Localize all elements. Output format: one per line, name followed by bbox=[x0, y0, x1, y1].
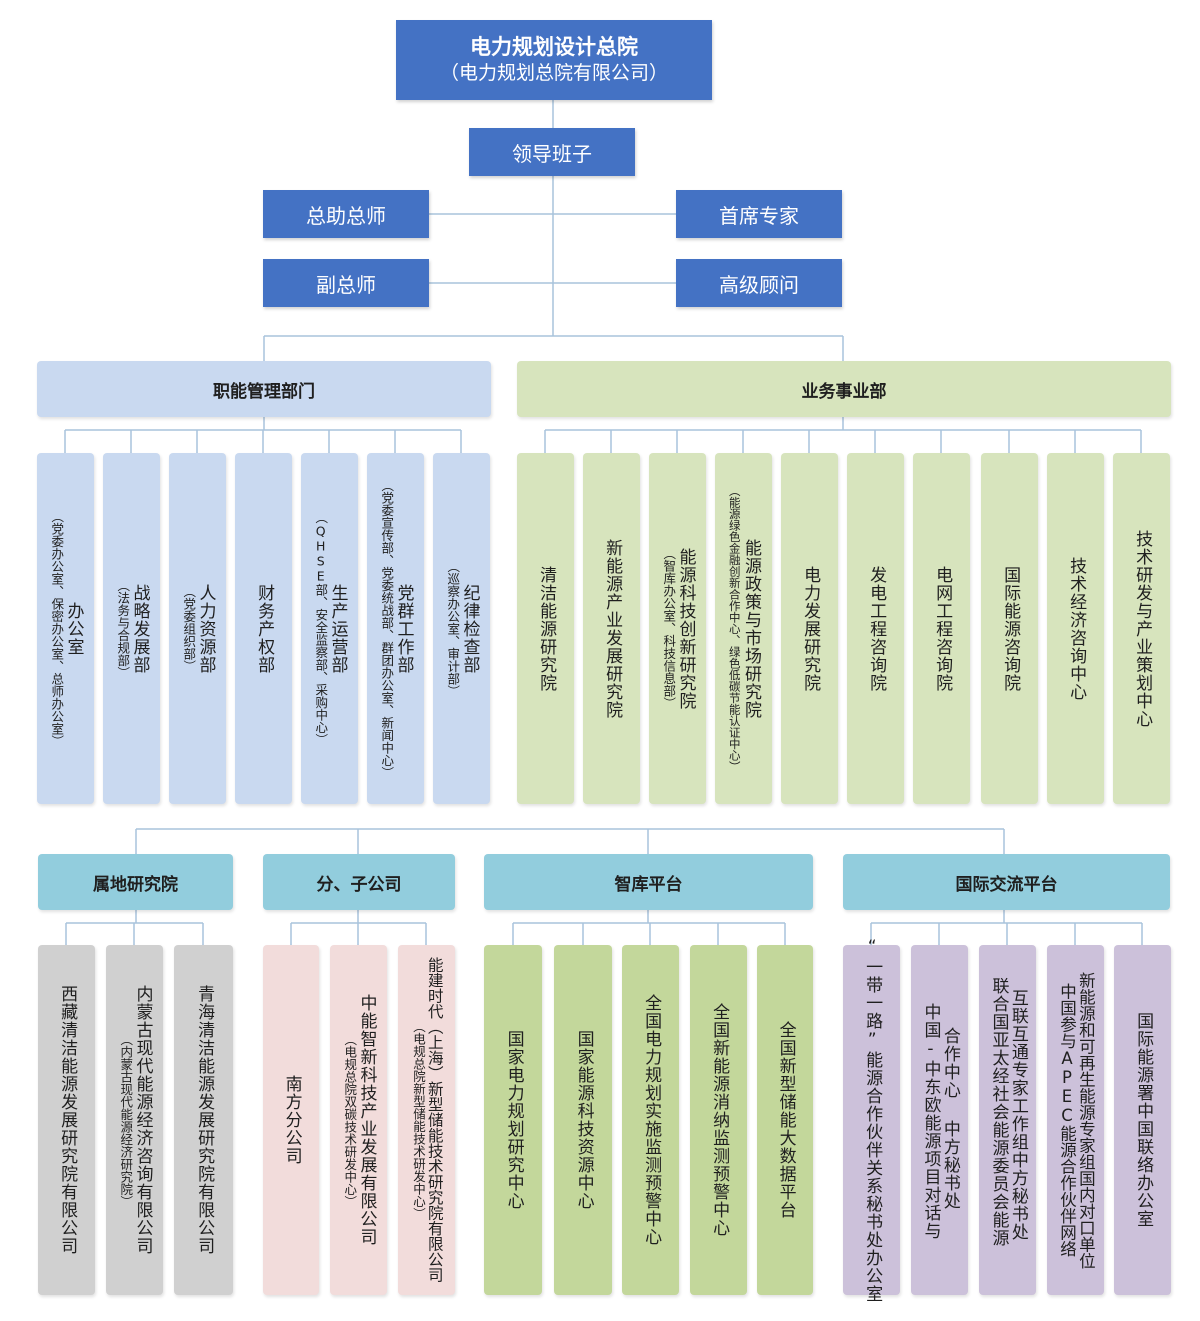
subsidiary-column: 中能智新科技产业发展有限公司 （电规总院双碳技术研发中心） bbox=[330, 945, 387, 1295]
org-subtitle: （电力规划总院有限公司） bbox=[439, 62, 668, 85]
local-header: 属地研究院 bbox=[38, 854, 233, 910]
column-name: 纪律检查部 bbox=[459, 583, 480, 674]
chief-experts-box: 首席专家 bbox=[676, 190, 842, 238]
column-line-2: 联合国亚太经社会能源委员会能源 bbox=[988, 977, 1009, 1247]
functional-column: 纪律检查部 （巡察办公室、审计部） bbox=[433, 453, 490, 804]
column-name: 清洁能源研究院 bbox=[536, 565, 557, 692]
column-name: 技术研发与产业策划中心 bbox=[1132, 529, 1153, 728]
international-column: “一带一路”能源合作伙伴关系秘书处办公室 bbox=[843, 937, 900, 1303]
column-name: 办公室 bbox=[63, 601, 84, 656]
senior-advisors-box: 高级顾问 bbox=[676, 259, 842, 307]
think-tank-column: 国家电力规划研究中心 bbox=[484, 945, 542, 1295]
column-name: 战略发展部 bbox=[129, 583, 150, 674]
column-line-2: 中国参与APEC能源合作伙伴网络 bbox=[1057, 983, 1077, 1257]
column-name: 电网工程咨询院 bbox=[932, 565, 953, 692]
business-column: 技术经济咨询中心 bbox=[1047, 453, 1104, 804]
column-note: （巡察办公室、审计部） bbox=[445, 559, 461, 698]
column-name: 新能源产业发展研究院 bbox=[602, 538, 623, 719]
column-note: （党委组织部） bbox=[181, 584, 197, 673]
column-name: 全国电力规划实施监测预警中心 bbox=[641, 994, 662, 1246]
business-column: 新能源产业发展研究院 bbox=[583, 453, 640, 804]
subsidiary-column: 能建时代（上海）新型储能技术研究院有限公司 （电规总院新型储能技术研发中心） bbox=[398, 945, 455, 1295]
international-column: 互联互通专家工作组中方秘书处 联合国亚太经社会能源委员会能源 bbox=[979, 945, 1036, 1295]
international-column: 国际能源署中国联络办公室 bbox=[1114, 945, 1171, 1295]
local-column: 西藏清洁能源发展研究院有限公司 bbox=[38, 945, 95, 1295]
column-name: 国际能源署中国联络办公室 bbox=[1133, 1012, 1154, 1228]
top-org-box: 电力规划设计总院 （电力规划总院有限公司） bbox=[396, 20, 712, 100]
international-header: 国际交流平台 bbox=[843, 854, 1170, 910]
functional-column: 人力资源部 （党委组织部） bbox=[169, 453, 226, 804]
column-note: （内蒙古现代能源经济研究院） bbox=[118, 1032, 134, 1208]
functional-column: 财务产权部 bbox=[235, 453, 292, 804]
column-note: （QHSE部、安全监察部、采购中心） bbox=[313, 511, 329, 746]
local-column: 青海清洁能源发展研究院有限公司 bbox=[174, 945, 233, 1295]
business-header: 业务事业部 bbox=[517, 361, 1171, 417]
column-name: 西藏清洁能源发展研究院有限公司 bbox=[57, 985, 78, 1255]
functional-column: 办公室 （党委办公室、保密办公室、总师办公室） bbox=[37, 453, 94, 804]
column-note: （党委宣传部、党委统战部、群团办公室、新闻中心） bbox=[379, 478, 395, 779]
business-column: 能源科技创新研究院 （智库办公室、科技信息部） bbox=[649, 453, 706, 804]
think-tank-header: 智库平台 bbox=[484, 854, 813, 910]
column-name: 能建时代（上海）新型储能技术研究院有限公司 bbox=[425, 957, 444, 1283]
column-note: （智库办公室、科技信息部） bbox=[661, 547, 677, 710]
column-line-2: 中国-中东欧能源项目对话与 bbox=[920, 1003, 941, 1240]
deputy-chief-box: 副总师 bbox=[263, 259, 429, 307]
international-column: 合作中心 中方秘书处 中国-中东欧能源项目对话与 bbox=[911, 945, 968, 1295]
think-tank-column: 全国新型储能大数据平台 bbox=[757, 945, 813, 1295]
column-name: 南方分公司 bbox=[281, 1075, 302, 1165]
think-tank-column: 全国新能源消纳监测预警中心 bbox=[690, 945, 747, 1295]
column-note: （法务与合规部） bbox=[115, 578, 131, 679]
column-note: （党委办公室、保密办公室、总师办公室） bbox=[49, 509, 65, 748]
leadership-box: 领导班子 bbox=[469, 128, 635, 176]
business-column: 能源政策与市场研究院 （能源绿色金融创新合作中心、绿色低碳节能认证中心） bbox=[715, 453, 772, 804]
functional-column: 生产运营部 （QHSE部、安全监察部、采购中心） bbox=[301, 453, 358, 804]
column-name: 生产运营部 bbox=[327, 583, 348, 674]
column-name: 青海清洁能源发展研究院有限公司 bbox=[194, 985, 215, 1255]
column-name: 电力发展研究院 bbox=[800, 565, 821, 692]
column-note: （能源绿色金融创新合作中心、绿色低碳节能认证中心） bbox=[727, 484, 742, 773]
column-line-1: 合作中心 中方秘书处 bbox=[939, 1027, 960, 1210]
functional-header: 职能管理部门 bbox=[37, 361, 491, 417]
column-name: 国家电力规划研究中心 bbox=[503, 1030, 524, 1210]
column-name: “一带一路”能源合作伙伴关系秘书处办公室 bbox=[862, 937, 883, 1303]
business-column: 发电工程咨询院 bbox=[847, 453, 904, 804]
business-column: 清洁能源研究院 bbox=[517, 453, 574, 804]
business-column: 国际能源咨询院 bbox=[981, 453, 1038, 804]
column-note: （电规总院新型储能技术研发中心） bbox=[410, 1020, 426, 1220]
column-name: 发电工程咨询院 bbox=[866, 565, 887, 692]
subsidiary-column: 南方分公司 bbox=[263, 945, 319, 1295]
think-tank-column: 国家能源科技资源中心 bbox=[554, 945, 612, 1295]
column-name: 国家能源科技资源中心 bbox=[573, 1030, 594, 1210]
column-name: 能源政策与市场研究院 bbox=[741, 538, 762, 719]
column-name: 全国新型储能大数据平台 bbox=[775, 1021, 796, 1219]
subsidiaries-header: 分、子公司 bbox=[263, 854, 455, 910]
org-title: 电力规划设计总院 bbox=[470, 35, 638, 59]
think-tank-column: 全国电力规划实施监测预警中心 bbox=[622, 945, 679, 1295]
business-column: 电力发展研究院 bbox=[781, 453, 838, 804]
column-name: 中能智新科技产业发展有限公司 bbox=[356, 994, 377, 1246]
functional-column: 党群工作部 （党委宣传部、党委统战部、群团办公室、新闻中心） bbox=[367, 453, 424, 804]
column-name: 内蒙古现代能源经济咨询有限公司 bbox=[132, 985, 153, 1255]
international-column: 新能源和可再生能源专家组国内对口单位 中国参与APEC能源合作伙伴网络 bbox=[1047, 945, 1104, 1295]
column-line-1: 互联互通专家工作组中方秘书处 bbox=[1007, 989, 1028, 1241]
column-name: 财务产权部 bbox=[254, 583, 275, 674]
functional-column: 战略发展部 （法务与合规部） bbox=[103, 453, 160, 804]
column-name: 党群工作部 bbox=[393, 583, 414, 674]
assistants-box: 总助总师 bbox=[263, 190, 429, 238]
column-name: 全国新能源消纳监测预警中心 bbox=[709, 1003, 730, 1237]
column-name: 能源科技创新研究院 bbox=[675, 547, 696, 710]
business-column: 技术研发与产业策划中心 bbox=[1113, 453, 1170, 804]
local-column: 内蒙古现代能源经济咨询有限公司 （内蒙古现代能源经济研究院） bbox=[106, 945, 163, 1295]
column-name: 技术经济咨询中心 bbox=[1066, 556, 1087, 701]
column-line-1: 新能源和可再生能源专家组国内对口单位 bbox=[1076, 971, 1096, 1269]
business-column: 电网工程咨询院 bbox=[913, 453, 970, 804]
column-name: 国际能源咨询院 bbox=[1000, 565, 1021, 692]
column-name: 人力资源部 bbox=[195, 583, 216, 674]
column-note: （电规总院双碳技术研发中心） bbox=[342, 1032, 358, 1208]
